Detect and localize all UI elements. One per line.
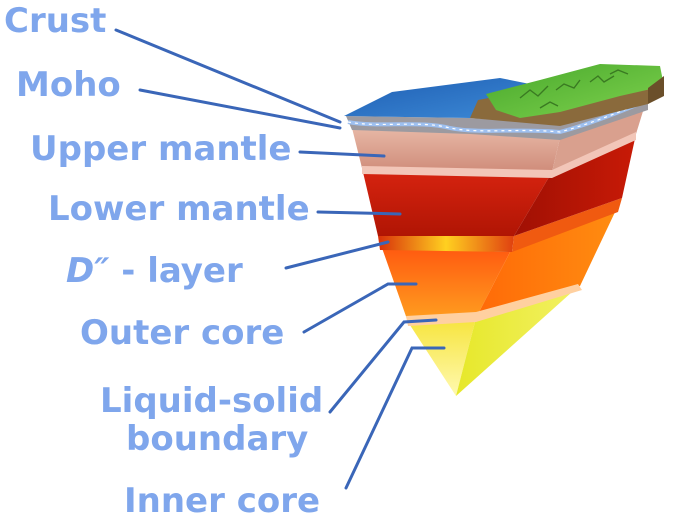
inner-core-front [408,318,476,396]
moho-line-dashes [347,99,649,133]
upper-mantle-lower-rim [362,132,636,178]
leader-moho [138,88,342,130]
leader-outer-core [302,282,418,334]
layer-labels: Crust Moho Upper mantle Lower mantle D″ … [4,1,324,522]
label-crust: Crust [4,1,106,41]
land-surface [486,64,664,118]
liquid-solid-boundary-band [406,284,582,326]
label-moho: Moho [16,65,121,105]
lower-mantle-side [514,134,636,236]
leader-upper-mantle [298,150,386,158]
leader-lower-mantle [316,210,402,216]
label-d-layer-suffix: - layer [121,251,243,291]
label-upper-mantle: Upper mantle [30,129,292,169]
lower-mantle-front [362,168,552,236]
outer-core-side [476,210,616,318]
leader-inner-core [344,346,446,490]
leader-lines [114,28,446,490]
terrain-ridges [519,69,629,109]
land-side-cliff [648,76,664,104]
upper-mantle-front [352,128,560,172]
label-liquid-solid-line1: Liquid-solid [100,381,323,421]
leader-crust [114,28,342,124]
leader-liquid-solid [328,318,438,414]
label-d-layer-symbol: D″ [66,251,109,291]
upper-mantle-side [552,108,644,172]
ocean-surface [344,78,540,118]
label-d-layer: D″ - layer [66,251,243,291]
label-outer-core: Outer core [80,313,284,353]
leader-d-layer [284,240,390,270]
d-layer-side [512,198,622,252]
d-layer-band [378,236,514,252]
label-lower-mantle: Lower mantle [48,189,310,229]
earth-wedge [344,64,664,396]
label-inner-core: Inner core [124,481,320,521]
label-liquid-solid-line2: boundary [126,419,308,459]
outer-core-front [382,248,510,322]
